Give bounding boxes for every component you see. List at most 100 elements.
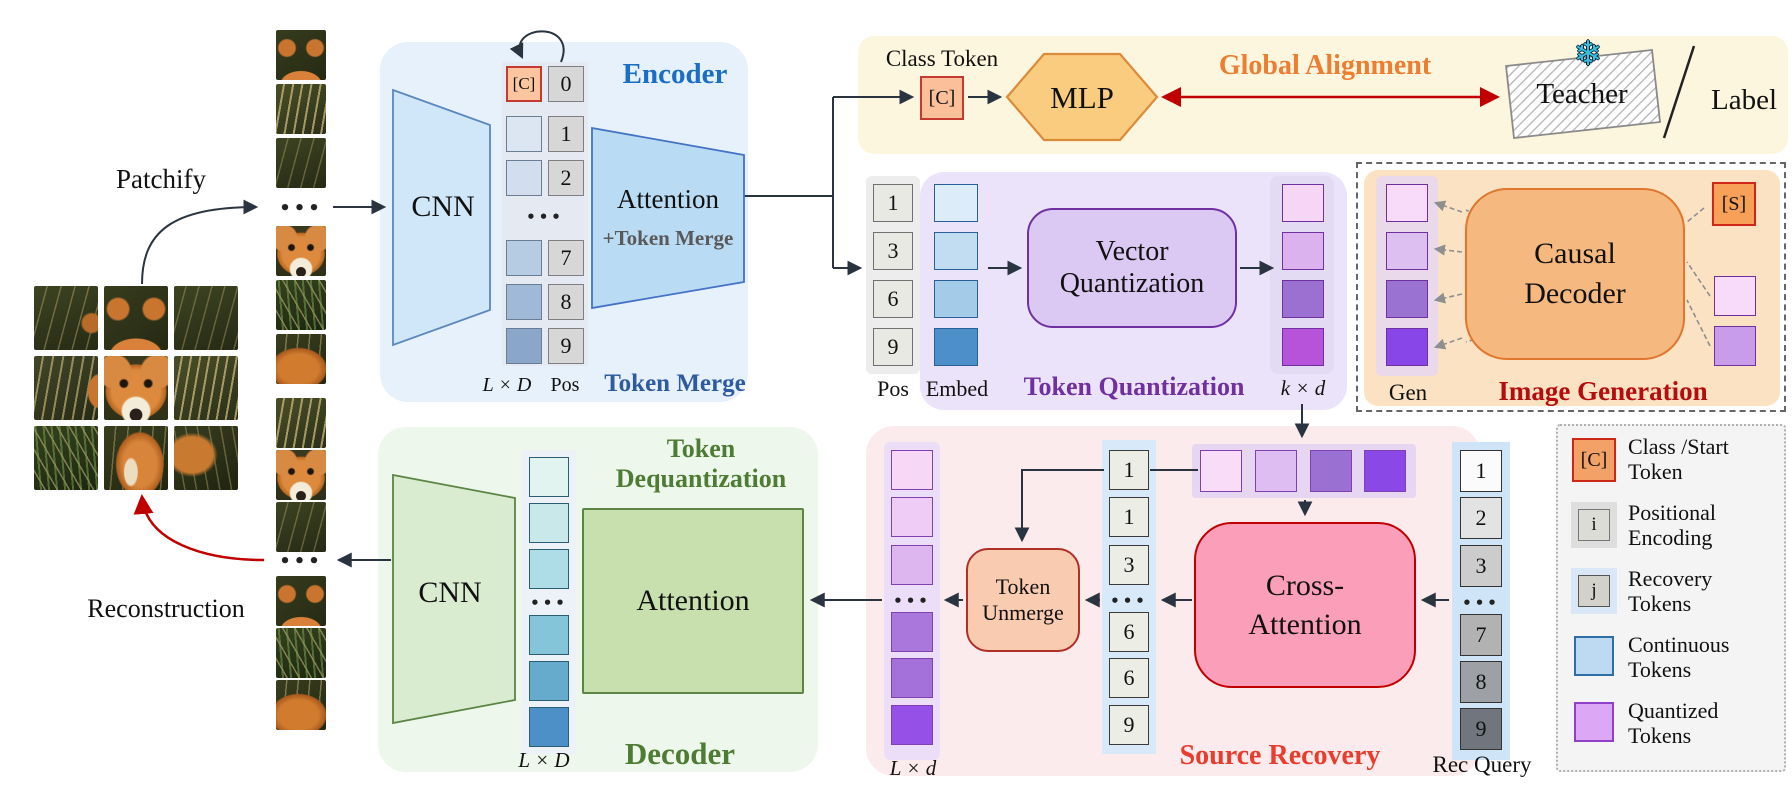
generated-token (1386, 232, 1428, 270)
quantized-token (1282, 328, 1324, 366)
gen-label: Gen (1388, 380, 1428, 405)
embed-token (934, 184, 978, 222)
fox-patch (34, 426, 98, 490)
fox-patch (174, 286, 238, 350)
dequantized-token (529, 503, 569, 543)
position-token: 2 (548, 160, 584, 196)
decoder-cnn-label: CNN (418, 576, 482, 609)
causal-decoder-box: Causal Decoder (1465, 188, 1685, 360)
pos-index-box: 9 (873, 328, 913, 366)
reconstruction-label: Reconstruction (87, 594, 245, 623)
position-token: 9 (548, 328, 584, 364)
fox-patch (104, 356, 168, 420)
quantized-token (1282, 184, 1324, 222)
fox-patch (174, 426, 238, 490)
encoder-dims-label: L × D (482, 374, 532, 396)
kd-dims-label: k × d (1280, 376, 1326, 400)
encoder-token-merge-sublabel: +Token Merge (602, 226, 734, 250)
rec-query-strip (1452, 442, 1510, 760)
recovery-index-strip (1102, 440, 1156, 754)
pos-label: Pos (877, 376, 909, 401)
legend-class-token-swatch: [C] (1572, 438, 1616, 482)
fox-patch (34, 356, 98, 420)
rec-query-token: 2 (1460, 497, 1502, 539)
global-alignment-title: Global Alignment (1218, 50, 1432, 81)
generated-token (1386, 280, 1428, 318)
recovery-index-box: 6 (1109, 612, 1149, 652)
continuous-token (506, 116, 542, 152)
class-token-big: [C] (920, 76, 964, 120)
decoder-dims-label: L × D (518, 748, 570, 772)
fox-patch (276, 226, 326, 276)
fox-patch (276, 30, 326, 80)
encoder-cnn-label: CNN (411, 190, 475, 223)
class-token-box: [C] (506, 66, 542, 102)
decoder-token-strip (522, 450, 576, 754)
decoder-attention-box: Attention (582, 508, 804, 694)
decoder-title: Decoder (624, 736, 736, 771)
fox-patch (276, 628, 326, 678)
dequantized-token (529, 457, 569, 497)
source-recovery-title: Source Recovery (1179, 740, 1381, 771)
token-ellipsis: ••• (1462, 594, 1500, 612)
recovery-index-box: 1 (1109, 450, 1149, 490)
fox-patch (276, 502, 326, 552)
quantized-token (1282, 280, 1324, 318)
token-ellipsis: ••• (893, 592, 931, 610)
continuous-token (506, 284, 542, 320)
quantized-token (1714, 276, 1756, 316)
dequantized-token (529, 549, 569, 589)
image-generation-title: Image Generation (1498, 376, 1708, 406)
rec-query-label: Rec Query (1432, 752, 1532, 777)
mlp-label: MLP (1050, 80, 1114, 115)
token-quantization-title: Token Quantization (1023, 372, 1245, 401)
token-merge-title: Token Merge (604, 370, 746, 397)
teacher-label: Teacher (1536, 78, 1628, 110)
token-unmerge-box: Token Unmerge (966, 548, 1080, 652)
fox-patch (104, 426, 168, 490)
patchify-label: Patchify (116, 164, 206, 194)
legend-label: Class /Start Token (1628, 434, 1729, 485)
continuous-token (506, 240, 542, 276)
recovery-index-box: 9 (1109, 705, 1149, 745)
dequantized-token (529, 707, 569, 747)
pos-index-box: 6 (873, 280, 913, 318)
cross-attention-box: Cross- Attention (1194, 522, 1416, 688)
legend-label: Recovery Tokens (1628, 566, 1713, 617)
token-dequantization-title: Token Dequantization (615, 434, 787, 493)
rec-query-token: 7 (1460, 614, 1502, 656)
legend-label: Continuous Tokens (1628, 632, 1730, 683)
recovered-token (891, 612, 933, 652)
legend-label: Positional Encoding (1628, 500, 1717, 551)
token-ellipsis: ••• (530, 594, 568, 612)
continuous-token (506, 328, 542, 364)
dequantized-token (529, 661, 569, 701)
recovery-index-box: 1 (1109, 497, 1149, 537)
legend-label: Quantized Tokens (1628, 698, 1719, 749)
quantized-token (1282, 232, 1324, 270)
fox-patch (104, 286, 168, 350)
recovery-index-box: 6 (1109, 658, 1149, 698)
vector-quantization-box: Vector Quantization (1027, 208, 1237, 328)
quantized-token (1255, 450, 1297, 492)
rec-query-token: 3 (1460, 545, 1502, 587)
fox-patch (276, 398, 326, 448)
pos-index-box: 1 (873, 184, 913, 222)
legend-recovery-swatch: j (1578, 575, 1610, 607)
recovered-token (891, 658, 933, 698)
legend-positional-swatch: i (1578, 509, 1610, 541)
generated-token (1386, 184, 1428, 222)
image-generation-dashed-border (1356, 162, 1786, 412)
encoder-title: Encoder (622, 58, 728, 90)
fox-patch (276, 138, 326, 188)
fox-patch (276, 450, 326, 500)
strip-ellipsis: ••• (279, 198, 323, 219)
quantized-token (1200, 450, 1242, 492)
label-text: Label (1710, 84, 1777, 116)
generated-token (1386, 328, 1428, 366)
embed-label: Embed (925, 376, 989, 401)
pos-index-box: 3 (873, 232, 913, 270)
token-ellipsis: ••• (526, 208, 564, 226)
position-token: 8 (548, 284, 584, 320)
